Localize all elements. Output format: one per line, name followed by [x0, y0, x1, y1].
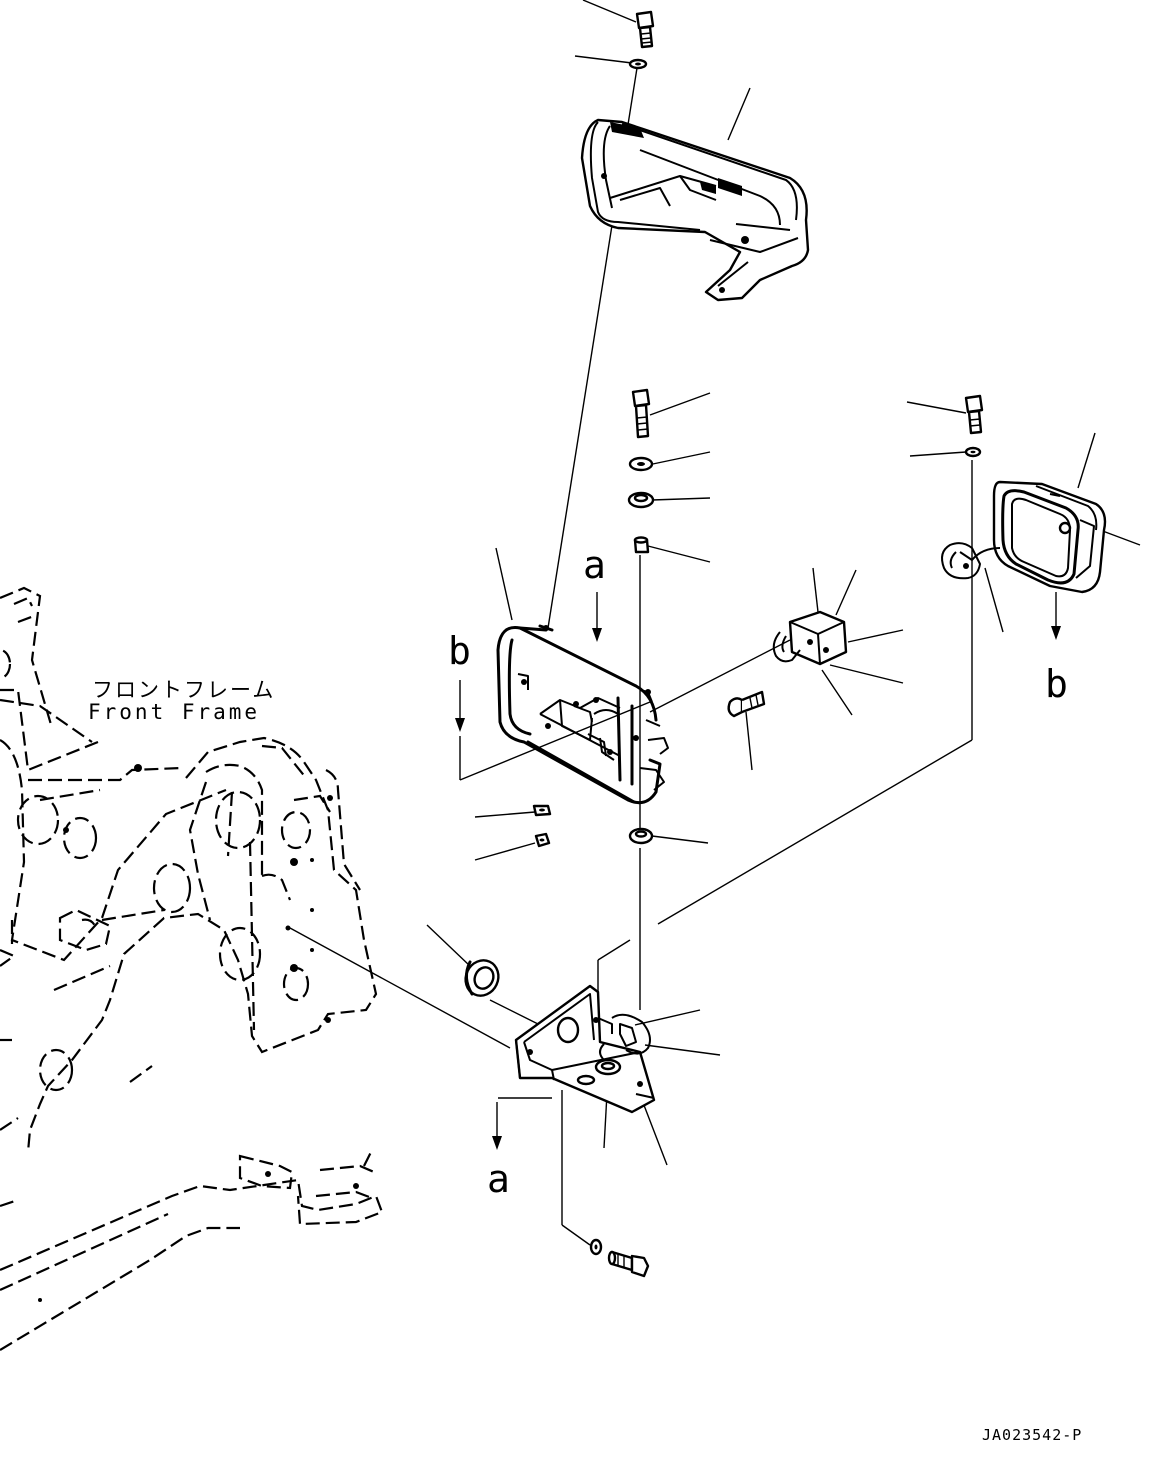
front-frame-label-en: Front Frame [88, 700, 260, 724]
lower-rubber-washer-icon [628, 827, 654, 845]
right-bolt-icon [964, 394, 984, 435]
view-b-label-right: b [1045, 662, 1068, 706]
upper-nut-icon [532, 804, 552, 817]
view-a-label-top: a [583, 543, 606, 587]
mounting-plate-icon [514, 984, 656, 1114]
front-frame-label-jp: フロントフレーム [92, 678, 275, 702]
center-spacer-icon [633, 536, 650, 554]
connector-screw-icon [727, 690, 766, 718]
front-frame-outline [0, 586, 384, 1351]
top-bolt-icon [635, 10, 655, 49]
bottom-washer-icon [589, 1238, 603, 1256]
work-lamp-icon [941, 480, 1107, 594]
lower-nut-icon [534, 832, 551, 848]
drawing-code: JA023542-P [982, 1426, 1082, 1444]
top-washer-icon [628, 58, 648, 70]
connector-icon [772, 610, 848, 666]
center-flat-washer-icon [628, 456, 654, 472]
lamp-bracket-icon [496, 624, 669, 805]
view-b-label-left: b [448, 629, 471, 673]
view-a-label-bottom: a [487, 1157, 510, 1201]
view-arrows [455, 592, 1061, 1150]
leader-lines [289, 0, 1141, 1246]
grommet-icon [464, 959, 500, 997]
bottom-bolt-icon [607, 1250, 650, 1278]
center-rubber-washer-icon [627, 491, 655, 509]
lamp-guard-icon [580, 118, 810, 302]
right-washer-icon [964, 446, 982, 458]
center-bolt-icon [631, 388, 651, 439]
